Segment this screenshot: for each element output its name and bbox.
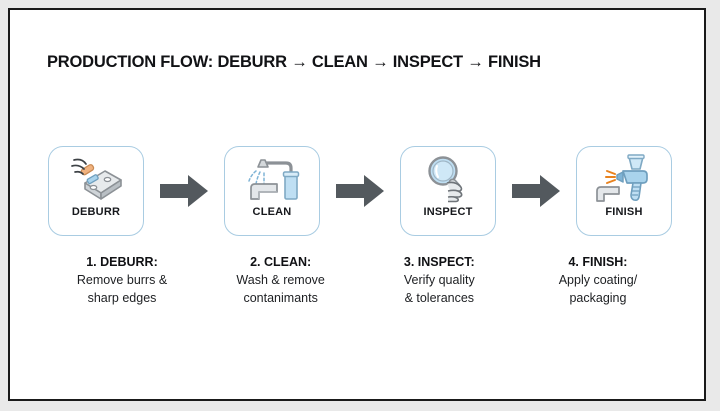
page-title: PRODUCTION FLOW: DEBURR → CLEAN → INSPEC… <box>47 53 541 71</box>
right-arrow-icon <box>336 175 384 207</box>
step-label-clean: CLEAN <box>252 206 292 218</box>
caption-title-finish: 4. FINISH: <box>568 255 628 269</box>
right-arrow-icon <box>160 175 208 207</box>
caption-title-deburr: 1. DEBURR: <box>86 255 158 269</box>
caption-finish: 4. FINISH: Apply coating/ packaging <box>524 254 672 307</box>
slide-gutter-bottom <box>0 401 720 411</box>
step-card-clean[interactable]: CLEAN <box>224 146 320 236</box>
caption-line-clean-2: contanimants <box>243 291 318 305</box>
process-flow-row: DEBURR CLEAN <box>48 145 672 237</box>
slide-gutter-right <box>706 0 720 411</box>
step-card-inspect[interactable]: INSPECT <box>400 146 496 236</box>
caption-line-deburr-2: sharp edges <box>87 291 157 305</box>
right-arrow-icon <box>512 175 560 207</box>
step-label-inspect: INSPECT <box>423 206 473 218</box>
caption-inspect: 3. INSPECT: Verify quality & tolerances <box>365 254 513 307</box>
deburr-tool-icon <box>71 158 122 200</box>
caption-deburr: 1. DEBURR: Remove burrs & sharp edges <box>48 254 196 307</box>
spray-gun-icon <box>596 154 648 202</box>
caption-line-deburr-1: Remove burrs & <box>76 273 168 287</box>
caption-title-clean: 2. CLEAN: <box>250 255 312 269</box>
caption-line-finish-1: Apply coating/ <box>558 273 638 287</box>
slide-frame: PRODUCTION FLOW: DEBURR → CLEAN → INSPEC… <box>8 8 706 401</box>
caption-clean: 2. CLEAN: Wash & remove contanimants <box>207 254 355 307</box>
caption-row: 1. DEBURR: Remove burrs & sharp edges 2.… <box>48 254 672 307</box>
step-card-deburr[interactable]: DEBURR <box>48 146 144 236</box>
slide-gutter-left <box>0 0 8 411</box>
step-label-deburr: DEBURR <box>71 206 121 218</box>
caption-line-finish-2: packaging <box>569 291 627 305</box>
magnifying-glass-hand-icon <box>428 156 463 203</box>
step-label-finish: FINISH <box>605 206 643 218</box>
step-card-finish[interactable]: FINISH <box>576 146 672 236</box>
caption-line-clean-1: Wash & remove <box>236 273 325 287</box>
caption-line-inspect-1: Verify quality <box>403 273 475 287</box>
caption-title-inspect: 3. INSPECT: <box>403 255 475 269</box>
slide-gutter-top <box>0 0 720 8</box>
spray-wash-icon <box>248 159 300 200</box>
caption-line-inspect-2: & tolerances <box>404 291 475 305</box>
